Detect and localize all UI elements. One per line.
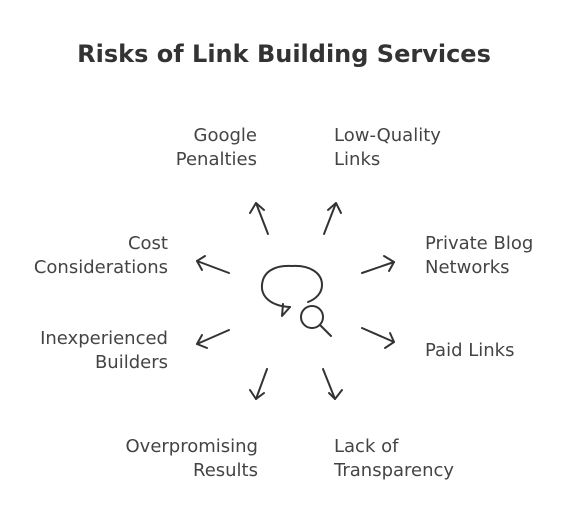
label-low-quality-links: Low-Quality Links xyxy=(334,125,441,170)
diagram-title: Risks of Link Building Services xyxy=(77,40,491,68)
label-lack-of-transparency: Lack of Transparency xyxy=(334,436,455,481)
arrow-paid-links xyxy=(361,327,395,349)
arrow-lack-of-transparency xyxy=(322,368,343,400)
magnifier-lens xyxy=(300,305,324,329)
label-google-penalties: Google Penalties xyxy=(175,125,257,170)
arrow-low-quality-links xyxy=(323,202,342,235)
label-inexperienced-builders: Inexperienced Builders xyxy=(40,328,168,373)
arrow-inexperienced-builders xyxy=(196,329,230,349)
speech-bubble-shape xyxy=(260,264,323,308)
arrow-private-blog-networks xyxy=(361,255,395,274)
arrow-google-penalties xyxy=(249,202,269,235)
label-cost-considerations: Cost Considerations xyxy=(33,233,168,278)
label-private-blog-networks: Private Blog Networks xyxy=(425,233,534,278)
arrow-overpromising-results xyxy=(249,368,268,400)
label-overpromising-results: Overpromising Results xyxy=(125,436,259,481)
chat-search-icon xyxy=(260,264,332,337)
speech-bubble-tail xyxy=(281,303,291,317)
arrow-cost-considerations xyxy=(196,255,230,274)
magnifier-handle xyxy=(319,324,332,337)
label-paid-links: Paid Links xyxy=(425,340,515,361)
